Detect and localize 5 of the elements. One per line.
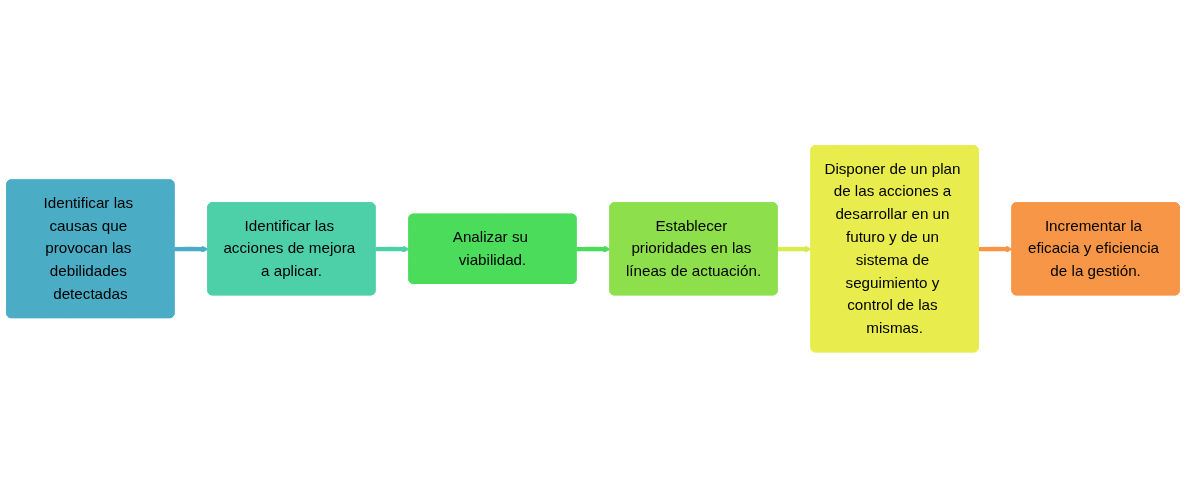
arrow — [576, 245, 611, 253]
arrow — [978, 245, 1013, 253]
arrow — [777, 245, 812, 253]
arrow — [375, 245, 410, 253]
arrow — [174, 245, 209, 253]
